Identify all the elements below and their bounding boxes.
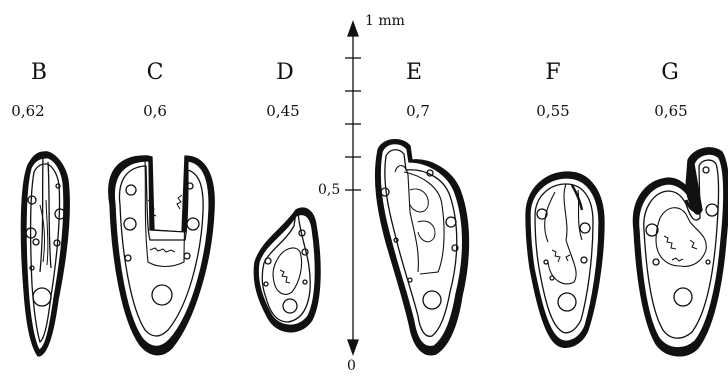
scale-bar xyxy=(345,22,361,354)
scale-arrow-down-icon xyxy=(348,340,358,354)
cross-section-d xyxy=(254,208,320,332)
cross-section-b xyxy=(21,152,69,356)
cross-section-c xyxy=(109,156,214,355)
cross-section-f xyxy=(526,172,604,347)
cross-section-e xyxy=(376,140,469,355)
cross-section-g xyxy=(633,148,728,356)
scale-arrow-up-icon xyxy=(348,22,358,36)
